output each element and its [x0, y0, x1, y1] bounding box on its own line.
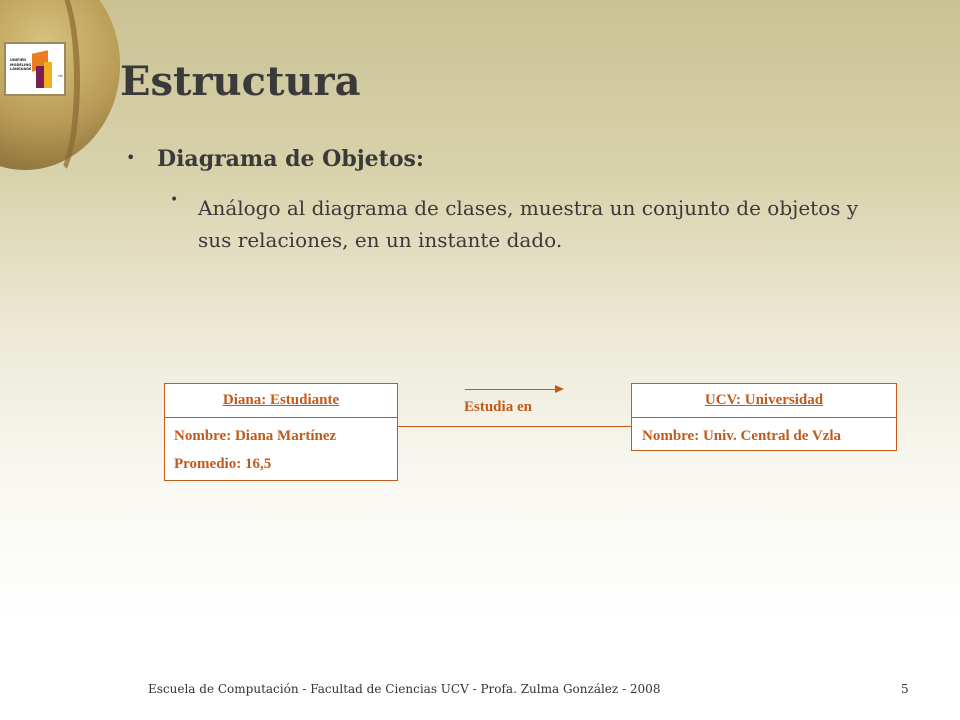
object-attribute: Nombre: Diana Martínez [174, 428, 337, 444]
logo-line: MODELING [10, 62, 32, 67]
uml-logo: UNIFIED MODELING LANGUAGE TM [4, 42, 66, 96]
logo-shape [44, 62, 52, 88]
object-box-universidad: UCV: Universidad Nombre: Univ. Central d… [631, 383, 897, 451]
direction-arrow [465, 384, 564, 393]
page-number: 5 [901, 682, 909, 696]
object-box-estudiante: Diana: Estudiante Nombre: Diana Martínez… [164, 383, 398, 481]
object-attribute: Nombre: Univ. Central de Vzla [642, 428, 842, 444]
object-attribute: Promedio: 16,5 [174, 456, 272, 472]
logo-line: UNIFIED [10, 58, 27, 62]
sub-bullet-dot: • [170, 192, 179, 208]
object-name: Diana: Estudiante [165, 384, 397, 418]
bullet-dot: • [126, 148, 136, 167]
association-line [398, 426, 631, 427]
object-name: UCV: Universidad [632, 384, 896, 418]
bullet-main: Diagrama de Objetos: [157, 146, 424, 172]
logo-shape [36, 66, 46, 88]
footer-text: Escuela de Computación - Facultad de Cie… [148, 682, 661, 696]
logo-line: LANGUAGE [10, 67, 32, 72]
logo-tm: TM [58, 74, 63, 78]
uml-logo-text: UNIFIED MODELING LANGUAGE [10, 58, 31, 72]
slide-title: Estructura [120, 58, 361, 105]
globe-ring-decoration [28, 0, 80, 182]
bullet-sub: Análogo al diagrama de clases, muestra u… [198, 196, 859, 252]
association-label: Estudia en [464, 399, 532, 415]
